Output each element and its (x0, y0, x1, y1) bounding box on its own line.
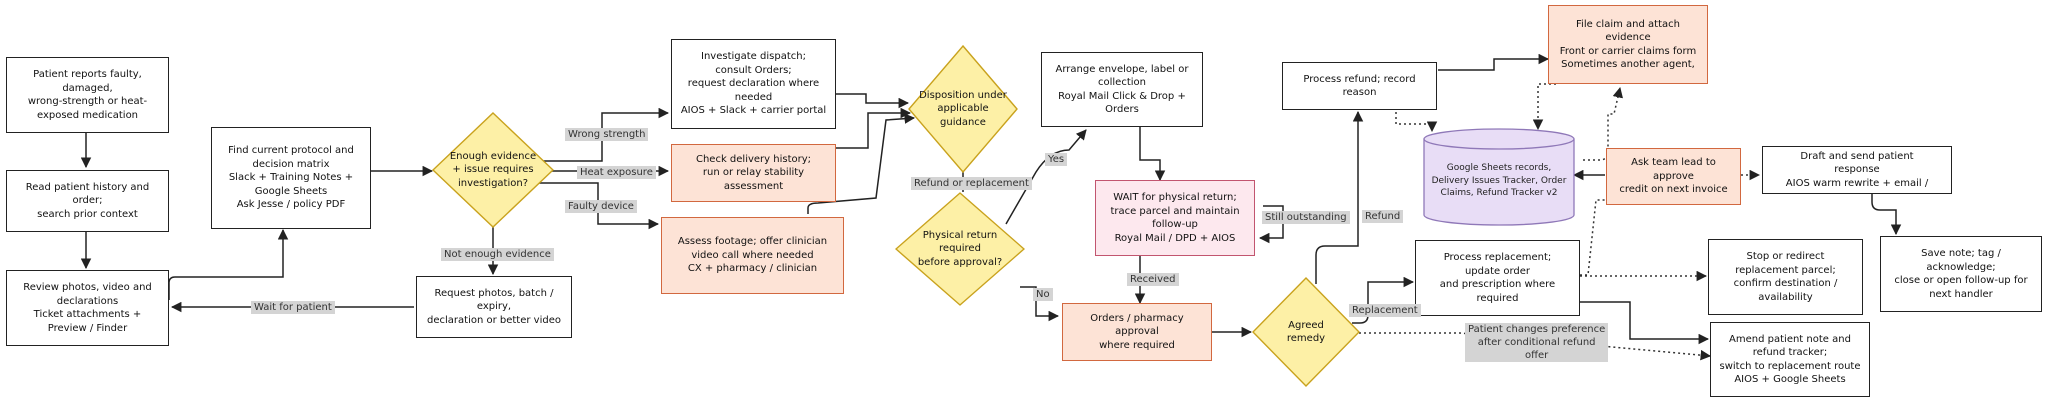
decision-agreed-remedy-text: Agreed remedy (1286, 319, 1326, 345)
label-replacement: Replacement (1349, 304, 1421, 317)
node-file-claim-text: File claim and attach evidence Front or … (1559, 18, 1697, 71)
node-file-claim[interactable]: File claim and attach evidence Front or … (1548, 5, 1708, 84)
node-check-delivery[interactable]: Check delivery history; run or relay sta… (671, 144, 836, 202)
datastore-google-sheets[interactable]: Google Sheets records, Delivery Issues T… (1423, 128, 1575, 226)
node-draft-response-text: Draft and send patient response AIOS war… (1785, 150, 1929, 189)
edge-draft-to-save (1871, 194, 1902, 236)
decision-disposition[interactable]: Disposition under applicable guidance (908, 45, 1018, 173)
edge-remedy-to-amend (1359, 332, 1712, 361)
node-amend-note[interactable]: Amend patient note and refund tracker; s… (1710, 322, 1870, 397)
node-ask-team-lead-text: Ask team lead to approve credit on next … (1619, 157, 1728, 196)
edge-replacement-to-amend (1541, 301, 1710, 345)
edge-claim-to-store (1532, 83, 1556, 131)
node-orders-pharmacy-text: Orders / pharmacy approval where require… (1090, 312, 1184, 351)
datastore-google-sheets-text: Google Sheets records, Delivery Issues T… (1431, 163, 1567, 199)
node-assess-footage[interactable]: Assess footage; offer clinician video ca… (661, 217, 844, 294)
node-patient-reports[interactable]: Patient reports faulty, damaged, wrong-s… (6, 57, 169, 133)
node-find-protocol-text: Find current protocol and decision matri… (228, 145, 354, 211)
node-ask-team-lead[interactable]: Ask team lead to approve credit on next … (1606, 148, 1741, 205)
edge-investigate-to-disposition (836, 93, 910, 109)
label-refund-or-replacement: Refund or replacement (911, 177, 1032, 190)
node-arrange-envelope[interactable]: Arrange envelope, label or collection Ro… (1041, 52, 1203, 127)
node-process-replacement-text: Process replacement; update order and pr… (1439, 252, 1556, 304)
node-read-history[interactable]: Read patient history and order; search p… (6, 170, 169, 232)
node-check-delivery-text: Check delivery history; run or relay sta… (695, 153, 812, 192)
node-read-history-text: Read patient history and order; search p… (25, 181, 150, 220)
node-process-refund-text: Process refund; record reason (1303, 73, 1416, 99)
node-stop-redirect[interactable]: Stop or redirect replacement parcel; con… (1708, 239, 1863, 315)
node-review-photos-text: Review photos, video and declarations Ti… (23, 282, 152, 334)
edge-replacement-to-draft (1580, 193, 1709, 276)
decision-agreed-remedy[interactable]: Agreed remedy (1252, 277, 1360, 387)
edge-refund-to-store (1395, 112, 1438, 133)
node-review-photos[interactable]: Review photos, video and declarations Ti… (6, 270, 169, 346)
node-arrange-envelope-text: Arrange envelope, label or collection Ro… (1055, 63, 1189, 116)
label-wait-for-patient: Wait for patient (251, 301, 335, 314)
label-patient-changes-preference: Patient changes preference after conditi… (1465, 323, 1609, 362)
node-stop-redirect-text: Stop or redirect replacement parcel; con… (1733, 251, 1838, 303)
node-request-photos[interactable]: Request photos, batch / expiry, declarat… (416, 276, 572, 338)
node-wait-return[interactable]: WAIT for physical return; trace parcel a… (1095, 180, 1255, 256)
node-patient-reports-text: Patient reports faulty, damaged, wrong-s… (27, 69, 148, 121)
node-investigate-dispatch-text: Investigate dispatch; consult Orders; re… (680, 51, 827, 117)
node-wait-return-text: WAIT for physical return; trace parcel a… (1110, 192, 1240, 244)
decision-physical-return-text: Physical return required before approval… (917, 229, 1003, 268)
edge-refund-to-claim (1438, 53, 1550, 71)
node-save-note[interactable]: Save note; tag / acknowledge; close or o… (1880, 236, 2042, 312)
edge-remedy-to-refund (1315, 110, 1364, 284)
node-process-replacement[interactable]: Process replacement; update order and pr… (1415, 240, 1580, 316)
node-draft-response[interactable]: Draft and send patient response AIOS war… (1762, 146, 1952, 194)
edge-review-to-protocol (168, 228, 289, 300)
decision-physical-return[interactable]: Physical return required before approval… (895, 192, 1025, 306)
node-process-refund[interactable]: Process refund; record reason (1282, 62, 1437, 110)
edge-arrange-to-wait (1139, 126, 1166, 182)
decision-enough-evidence-text: Enough evidence + issue requires investi… (449, 150, 537, 189)
decision-disposition-text: Disposition under applicable guidance (919, 89, 1007, 128)
decision-enough-evidence[interactable]: Enough evidence + issue requires investi… (432, 112, 554, 228)
node-assess-footage-text: Assess footage; offer clinician video ca… (677, 236, 828, 275)
label-faulty-device: Faulty device (565, 200, 637, 213)
label-not-enough-evidence: Not enough evidence (441, 248, 554, 261)
label-refund: Refund (1362, 210, 1404, 223)
label-yes: Yes (1045, 153, 1068, 166)
node-save-note-text: Save note; tag / acknowledge; close or o… (1894, 248, 2028, 300)
edge-assess-to-disposition (807, 113, 916, 214)
label-received: Received (1127, 273, 1179, 286)
node-investigate-dispatch[interactable]: Investigate dispatch; consult Orders; re… (671, 39, 836, 129)
label-wrong-strength: Wrong strength (565, 128, 649, 141)
edge-physical-to-orders (1020, 286, 1060, 322)
label-no: No (1033, 288, 1053, 301)
node-find-protocol[interactable]: Find current protocol and decision matri… (211, 127, 371, 229)
edge-check-to-disposition (836, 107, 912, 149)
label-still-outstanding: Still outstanding (1262, 211, 1350, 224)
node-orders-pharmacy[interactable]: Orders / pharmacy approval where require… (1062, 303, 1212, 361)
node-amend-note-text: Amend patient note and refund tracker; s… (1719, 333, 1861, 386)
node-request-photos-text: Request photos, batch / expiry, declarat… (427, 287, 561, 326)
label-heat-exposure: Heat exposure (577, 166, 656, 179)
